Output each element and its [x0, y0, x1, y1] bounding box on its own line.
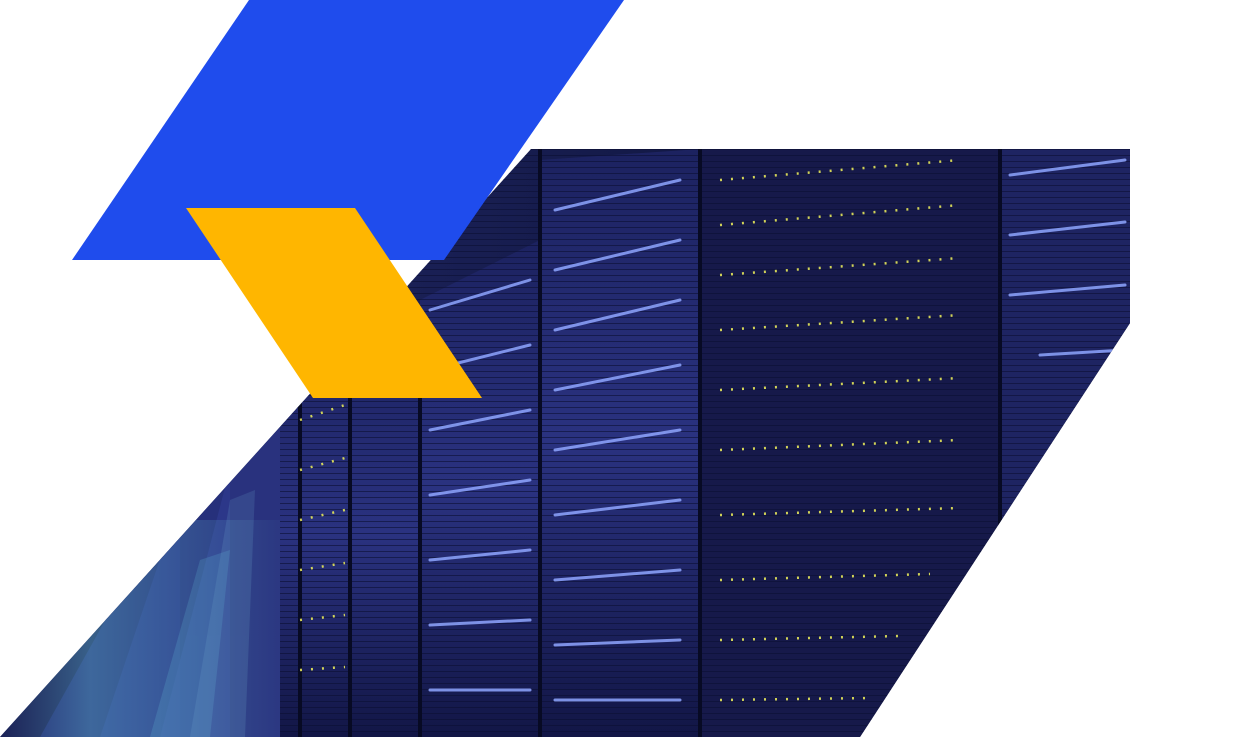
- cyan-glow: [150, 490, 255, 737]
- yellow-led-rows: [299, 158, 961, 702]
